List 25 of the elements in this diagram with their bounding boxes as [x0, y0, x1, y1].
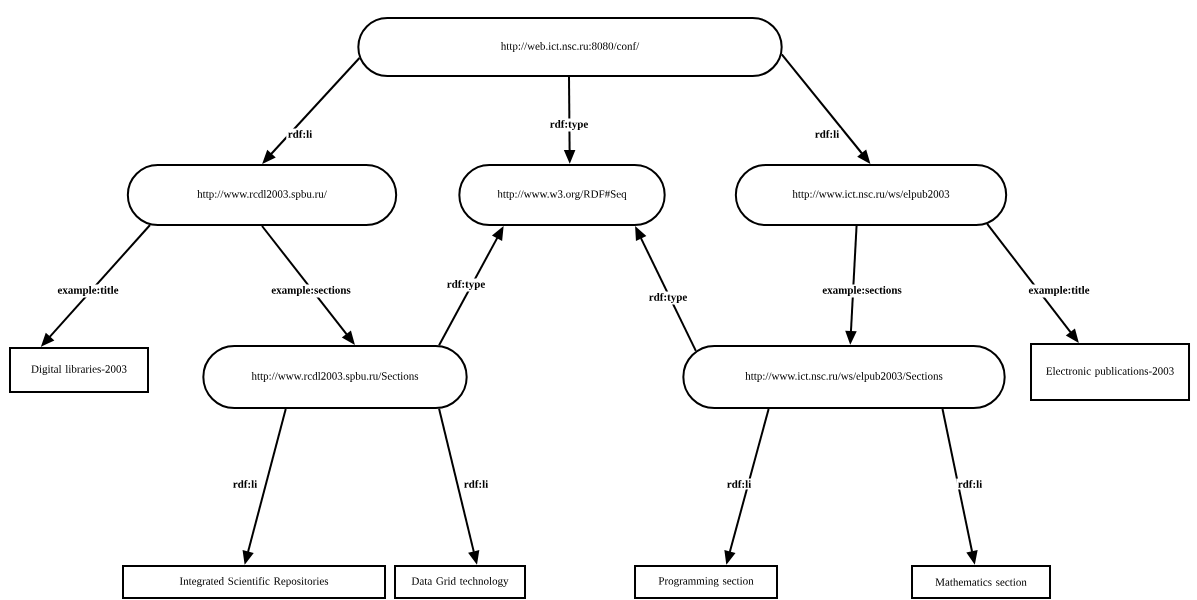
resource-node: http://www.ict.nsc.ru/ws/elpub2003/Sections [682, 345, 1006, 409]
literal-box: Mathematics section [911, 565, 1051, 599]
resource-node: http://web.ict.nsc.ru:8080/conf/ [357, 17, 783, 77]
literal-box: Electronic publications-2003 [1030, 343, 1190, 401]
edge-label: rdf:li [286, 128, 314, 140]
edge-label: rdf:li [462, 478, 490, 490]
edge-label: rdf:type [548, 118, 590, 132]
literal-box: Integrated Scientific Repositories [122, 565, 386, 599]
resource-node: http://www.w3.org/RDF#Seq [458, 164, 666, 226]
edge-label: example:title [1026, 284, 1092, 298]
literal-box: Programming section [634, 565, 778, 599]
resource-node: http://www.rcdl2003.spbu.ru/Sections [202, 345, 468, 409]
literal-box: Data Grid technology [394, 565, 526, 599]
edge-label: rdf:type [445, 278, 487, 292]
edge-label: example:sections [269, 284, 353, 298]
edge-label: rdf:li [956, 478, 984, 490]
resource-node: http://www.rcdl2003.spbu.ru/ [126, 164, 398, 226]
edge-label: rdf:li [725, 478, 753, 490]
edge-label: rdf:li [813, 128, 841, 140]
edge-label: rdf:type [647, 291, 689, 305]
literal-box: Digital libraries-2003 [9, 347, 149, 393]
edge-label: example:title [55, 284, 121, 298]
edge-label: rdf:li [231, 478, 259, 490]
resource-node: http://www.ict.nsc.ru/ws/elpub2003 [734, 164, 1008, 226]
edge-label: example:sections [820, 284, 904, 298]
